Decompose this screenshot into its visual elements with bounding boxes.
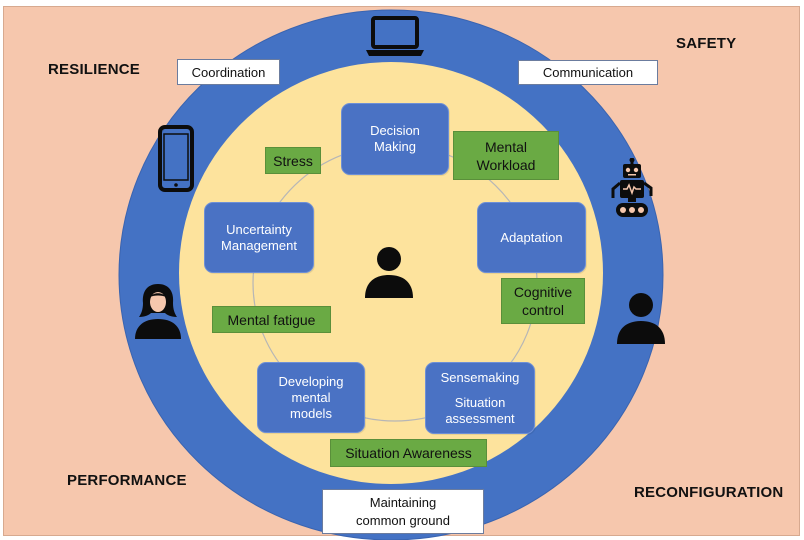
smartphone-icon [158, 125, 194, 192]
process-sensemaking: Sensemaking Situation assessment [425, 362, 535, 434]
process-decision-line-1: Decision [370, 123, 420, 138]
factor-mental-workload: Mental Workload [453, 131, 559, 180]
factor-mental-fatigue: Mental fatigue [212, 306, 331, 333]
process-decision-making: Decision Making [341, 103, 449, 175]
corner-label-safety: SAFETY [676, 35, 737, 52]
common-ground-line-1: Maintaining [369, 494, 437, 510]
factor-stress: Stress [265, 147, 321, 174]
factor-stress-label: Stress [273, 152, 313, 169]
process-developing-line-2: mental [291, 389, 331, 405]
ring-label-communication: Communication [518, 60, 658, 85]
person-icon [617, 293, 665, 344]
person-icon [365, 247, 413, 298]
robot-icon [611, 158, 653, 217]
corner-label-resilience: RESILIENCE [48, 61, 141, 78]
process-adaptation-label: Adaptation [500, 229, 563, 245]
process-developing-line-3: models [290, 405, 332, 421]
process-uncertainty-line-1: Uncertainty [226, 221, 292, 237]
process-situation-assessment-line-1: Situation [454, 395, 506, 410]
woman-icon [135, 284, 181, 339]
corner-label-performance: PERFORMANCE [67, 472, 187, 489]
factor-cognitive-control: Cognitive control [501, 278, 585, 324]
process-sensemaking-label: Sensemaking [440, 370, 520, 385]
factor-workload-line-1: Mental [484, 138, 528, 155]
ring-label-coordination: Coordination [177, 59, 280, 85]
factor-awareness-label: Situation Awareness [345, 445, 472, 461]
process-developing-mental-models: Developing mental models [257, 362, 365, 433]
factor-fatigue-label: Mental fatigue [227, 311, 316, 328]
process-decision-line-2: Making [374, 139, 416, 154]
laptop-icon [366, 16, 424, 56]
process-uncertainty-line-2: Management [221, 237, 297, 253]
factor-workload-line-2: Workload [476, 156, 536, 173]
factor-situation-awareness: Situation Awareness [330, 439, 487, 467]
process-developing-line-1: Developing [278, 373, 344, 389]
factor-cognitive-line-2: control [521, 302, 565, 318]
process-uncertainty-management: Uncertainty Management [204, 202, 314, 273]
ring-label-common-ground: Maintaining common ground [322, 489, 484, 534]
factor-cognitive-line-1: Cognitive [513, 284, 573, 300]
common-ground-line-2: common ground [356, 512, 450, 528]
process-adaptation: Adaptation [477, 202, 586, 273]
corner-label-reconfiguration: RECONFIGURATION [634, 484, 784, 501]
process-situation-assessment-line-2: assessment [445, 411, 515, 426]
